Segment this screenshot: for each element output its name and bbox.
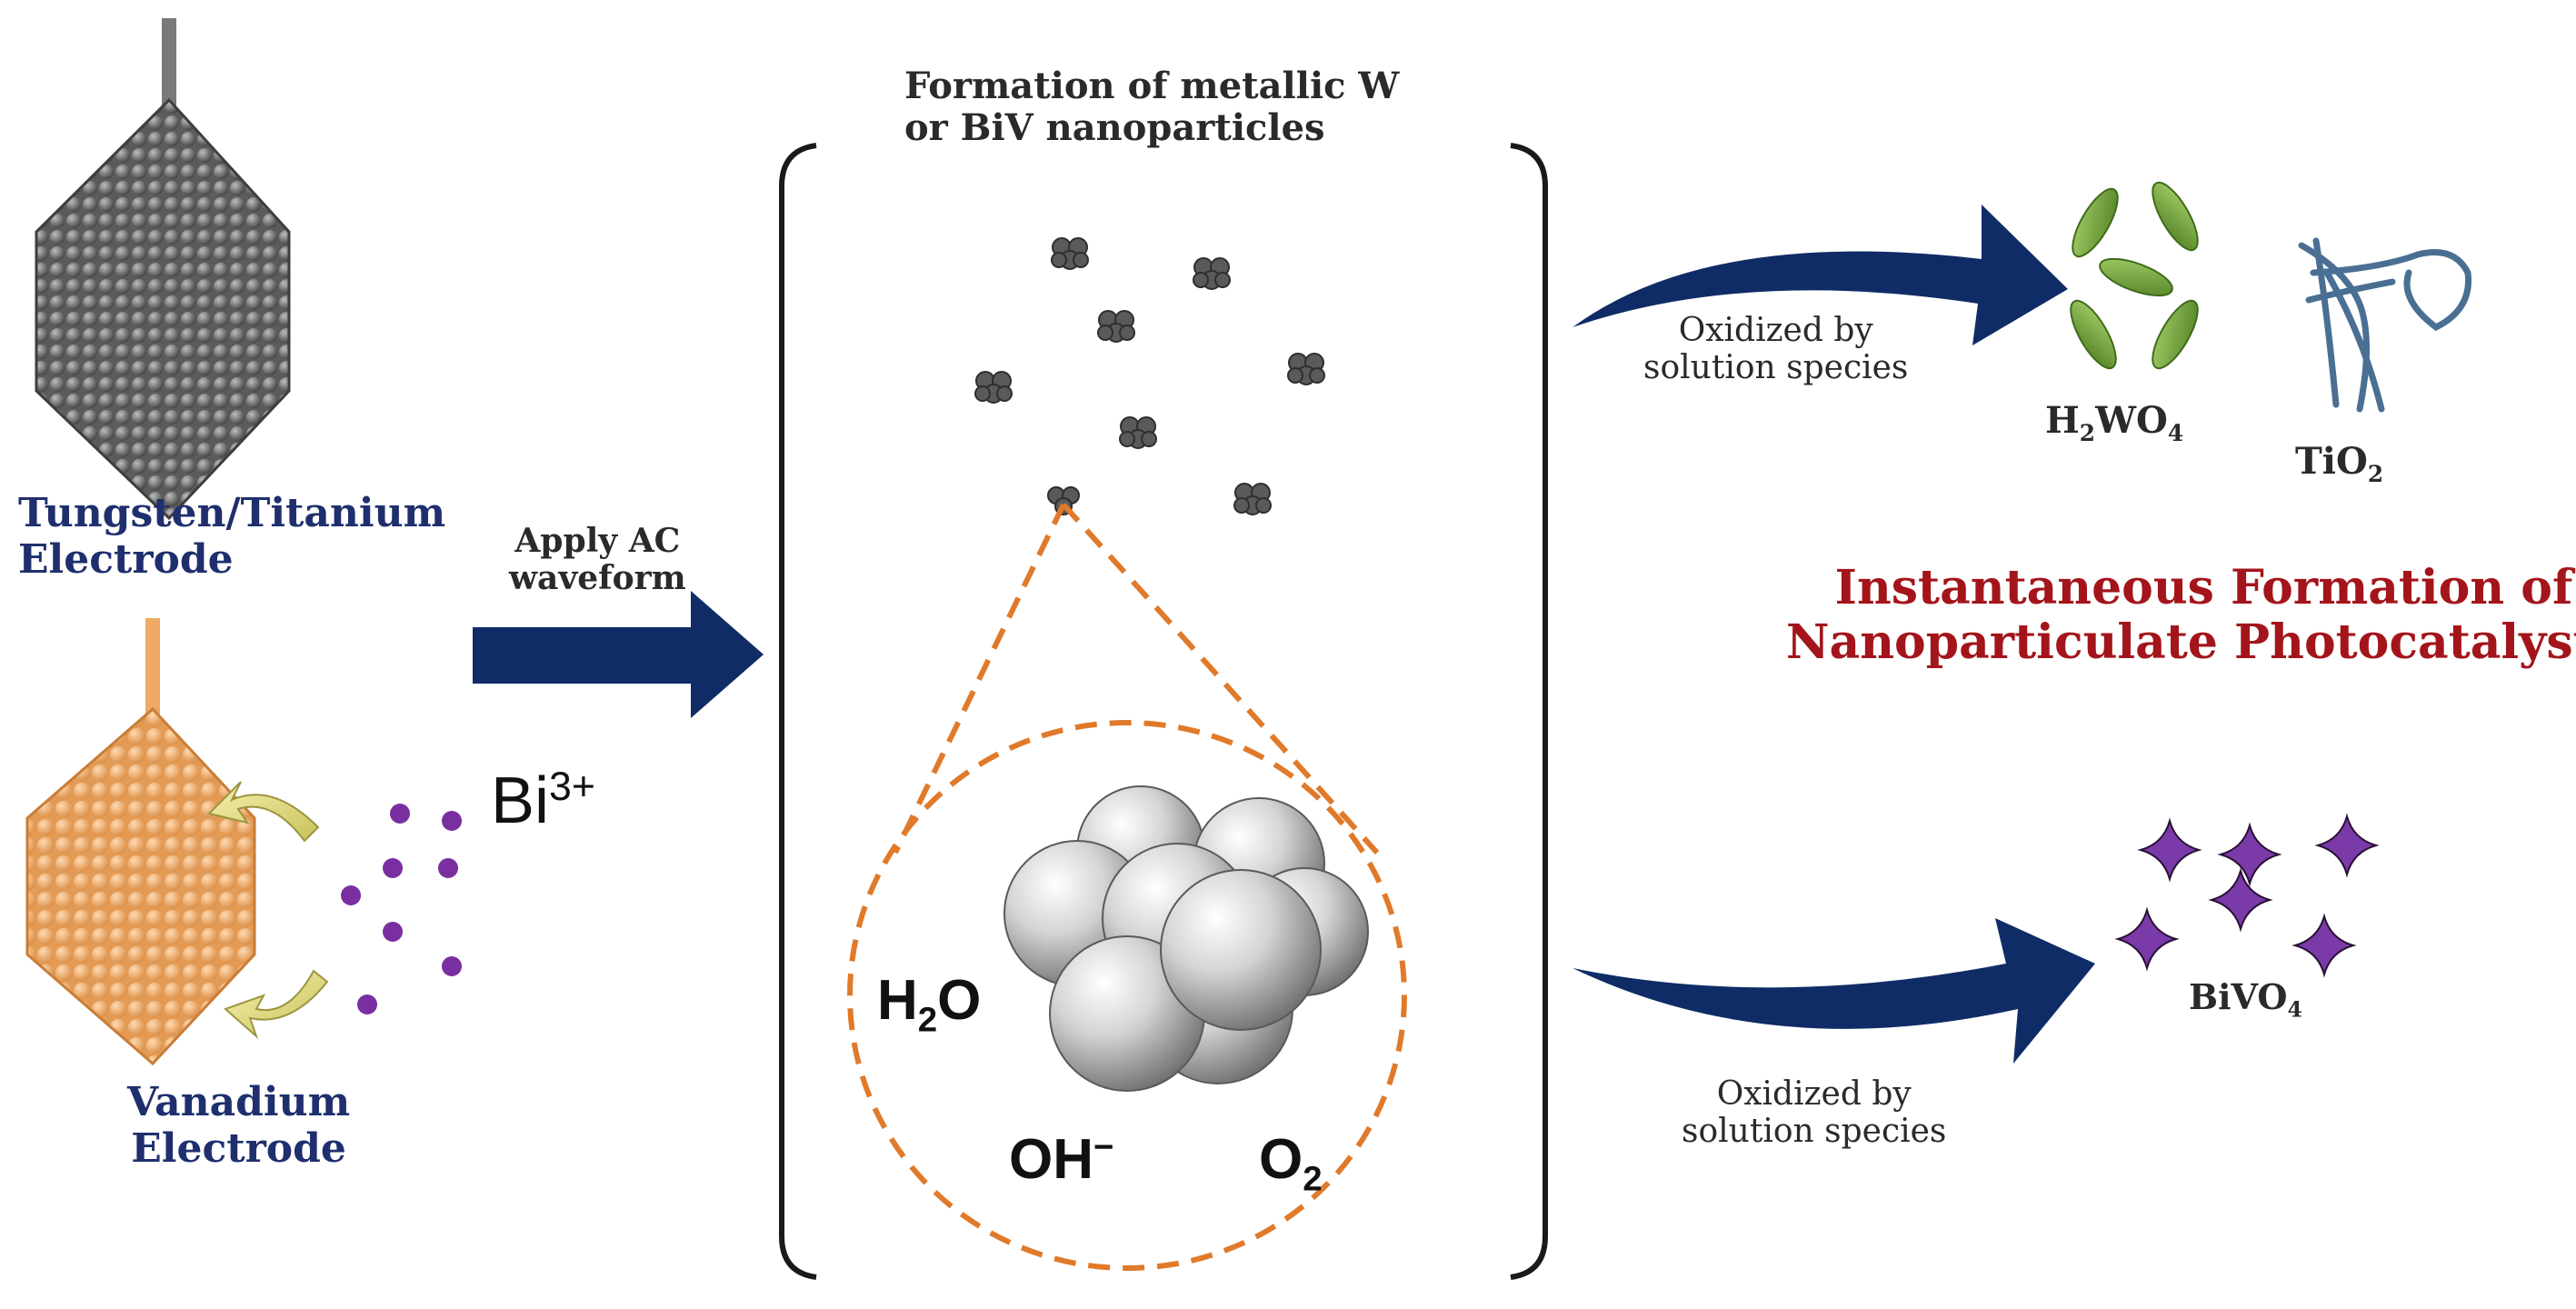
h2wo4-particles [2070, 181, 2199, 370]
bivo4-sub: 4 [2287, 996, 2302, 1023]
bismuth-ion-charge: 3+ [549, 764, 595, 809]
formation-line2: or BiV nanoparticles [904, 106, 1325, 149]
tio2-sub: 2 [2367, 461, 2384, 487]
bottom-oxidation-arrow [1573, 918, 2095, 1064]
oxidized-bottom-label: Oxidized by solution species [1682, 1075, 1946, 1151]
bismuth-ion-label: Bi3+ [491, 764, 595, 839]
tio2-base: TiO [2295, 440, 2368, 483]
oxygen-base: O [1259, 1128, 1303, 1191]
tungsten-label-line1: Tungsten/Titanium [18, 490, 446, 536]
bivo4-particles [2114, 813, 2380, 978]
tungsten-electrode-label: Tungsten/Titanium Electrode [18, 490, 446, 583]
water-label: H2O [877, 968, 982, 1037]
hydroxide-base: OH [1009, 1128, 1093, 1191]
hydroxide-label: OH− [1009, 1127, 1113, 1192]
vanadium-label-line2: Electrode [131, 1124, 346, 1172]
bivo4-base: BiVO [2189, 976, 2288, 1017]
oxidized-top-line2: solution species [1643, 349, 1909, 387]
tio2-fibers [2298, 237, 2472, 413]
top-oxidation-arrow [1573, 205, 2068, 345]
headline-line2: Nanoparticulate Photocatalysts [1786, 614, 2576, 670]
formation-label: Formation of metallic W or BiV nanoparti… [904, 65, 1399, 149]
tungsten-label-line2: Electrode [18, 535, 234, 583]
headline: Instantaneous Formation of Nanoparticula… [1786, 561, 2576, 670]
apply-ac-line2: waveform [509, 559, 686, 598]
apply-ac-label: Apply AC waveform [509, 522, 686, 598]
oxygen-label: O2 [1259, 1127, 1323, 1196]
h2wo4-part-b: WO [2095, 399, 2168, 442]
water-end: O [937, 969, 982, 1032]
tungsten-electrode [35, 18, 291, 521]
apply-ac-line1: Apply AC [514, 522, 681, 560]
nanoparticle-clusters [974, 237, 1325, 515]
formation-line1: Formation of metallic W [904, 65, 1400, 107]
water-base: H [877, 969, 918, 1032]
water-sub: 2 [917, 1000, 938, 1040]
oxygen-sub: 2 [1303, 1159, 1323, 1199]
bismuth-deposition-arrows [207, 781, 329, 1040]
bismuth-ion-base: Bi [491, 764, 550, 837]
vanadium-label-line1: Vanadium [127, 1079, 351, 1125]
h2wo4-sub2: 4 [2167, 420, 2184, 446]
h2wo4-part-a: H [2045, 399, 2080, 442]
headline-line1: Instantaneous Formation of [1834, 560, 2573, 615]
bismuth-ions [341, 804, 462, 1014]
vanadium-electrode [25, 618, 256, 1066]
tio2-label: TiO2 [2295, 440, 2383, 485]
apply-ac-arrow [473, 591, 764, 718]
right-bracket [1510, 143, 1548, 1280]
oxidized-bottom-line1: Oxidized by [1716, 1075, 1912, 1113]
h2wo4-sub1: 2 [2079, 420, 2096, 446]
metal-cluster [1003, 785, 1369, 1092]
h2wo4-label: H2WO4 [2045, 399, 2183, 445]
oxidized-top-label: Oxidized by solution species [1643, 312, 1908, 387]
bivo4-label: BiVO4 [2189, 976, 2302, 1021]
zoom-outline [847, 502, 1407, 1271]
hydroxide-charge: − [1093, 1127, 1114, 1167]
oxidized-bottom-line2: solution species [1682, 1113, 1947, 1151]
vanadium-electrode-label: Vanadium Electrode [127, 1079, 351, 1172]
left-bracket [779, 143, 817, 1280]
oxidized-top-line1: Oxidized by [1678, 312, 1873, 349]
